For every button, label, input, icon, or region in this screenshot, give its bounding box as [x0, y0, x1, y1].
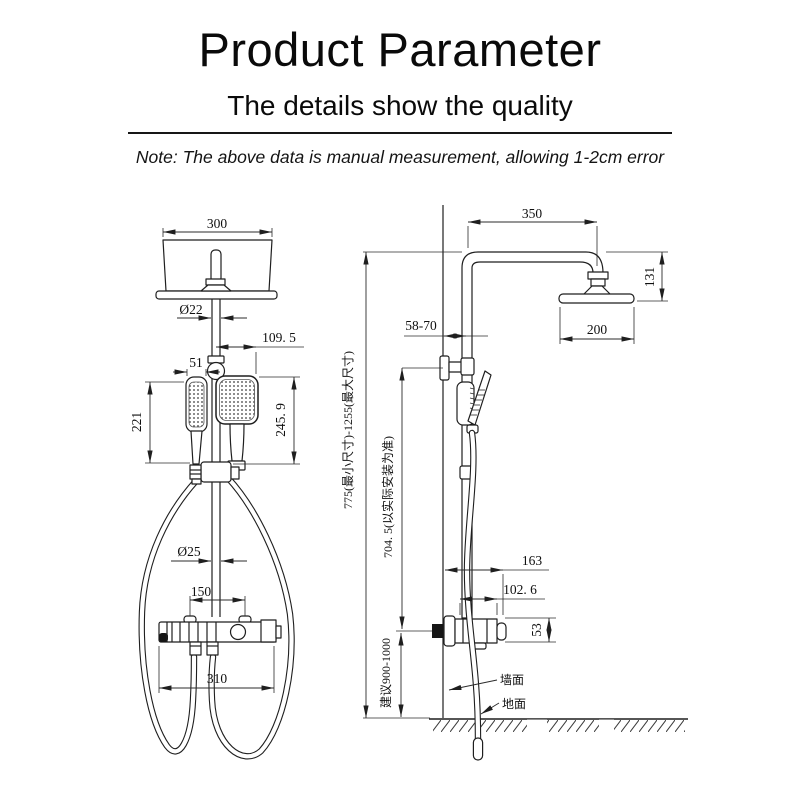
hand-shower-side [185, 376, 208, 465]
hand-shower-front [215, 375, 259, 471]
note-text: Note: The above data is manual measureme… [135, 147, 665, 167]
dim-wall-offset: 58-70 [405, 318, 437, 333]
dim-hand-length: 221 [129, 412, 144, 432]
hose-outlets [189, 641, 219, 656]
dim-valve-length: 163 [522, 553, 543, 568]
spray-face-front [219, 379, 255, 421]
dim-pipe-diameter: Ø22 [179, 302, 202, 317]
dim-valve-height: 53 [529, 623, 544, 637]
divider-line [128, 132, 672, 134]
dim-hand-total: 245. 9 [273, 403, 288, 437]
label-floor-surface: 地面 [502, 697, 526, 711]
front-view-dimensions: 300 Ø22 109. 5 51 221 [129, 216, 304, 693]
riser-pipe [211, 299, 221, 617]
dim-inlet-spacing: 150 [191, 584, 212, 599]
hose-end [472, 737, 484, 761]
dim-valve-width: 310 [207, 671, 228, 686]
hand-shower-wand [467, 370, 492, 426]
hanging-hose [463, 429, 484, 761]
dim-head-size: 200 [587, 322, 608, 337]
dim-head-width: 300 [207, 216, 228, 231]
front-view: 300 Ø22 109. 5 51 221 [129, 216, 304, 760]
shower-hose-right [208, 474, 295, 760]
shower-hose-left [138, 477, 200, 755]
page-subtitle: The details show the quality [227, 90, 573, 121]
hand-shower-handle [229, 423, 245, 462]
valve-front [158, 615, 282, 656]
dim-total-height: 775(最小尺寸)-1255(最大尺寸) [341, 351, 355, 509]
dim-hand-offset: 109. 5 [262, 330, 296, 345]
slider-bracket [189, 461, 240, 485]
dim-arm-length: 350 [522, 206, 543, 221]
overhead-shower-side [558, 271, 635, 304]
dim-install-height: 建议900-1000 [379, 638, 393, 708]
ground [429, 718, 688, 734]
wall-bracket [439, 355, 475, 381]
dim-valve-body: 102. 6 [503, 582, 537, 597]
dim-head-drop: 131 [642, 267, 657, 287]
dim-hand-width: 51 [189, 355, 203, 370]
dim-pole-height: 704. 5(以实际安装为准) [380, 436, 395, 558]
spray-face-side [188, 381, 205, 428]
overhead-shower-front [155, 239, 278, 300]
label-wall-surface: 墙面 [500, 673, 524, 687]
wall-inlet [432, 624, 443, 638]
dim-hose-diameter: Ø25 [177, 544, 200, 559]
valve-end-cap-dark [159, 633, 168, 642]
valve-knob [229, 623, 247, 641]
header: Product Parameter The details show the q… [0, 22, 800, 122]
side-view: 350 131 200 58-70 775(最小尺寸)-1255(最大尺寸) [341, 205, 688, 761]
page-title: Product Parameter [198, 23, 602, 76]
side-view-dimensions: 350 131 200 58-70 775(最小尺寸)-1255(最大尺寸) [341, 206, 668, 719]
